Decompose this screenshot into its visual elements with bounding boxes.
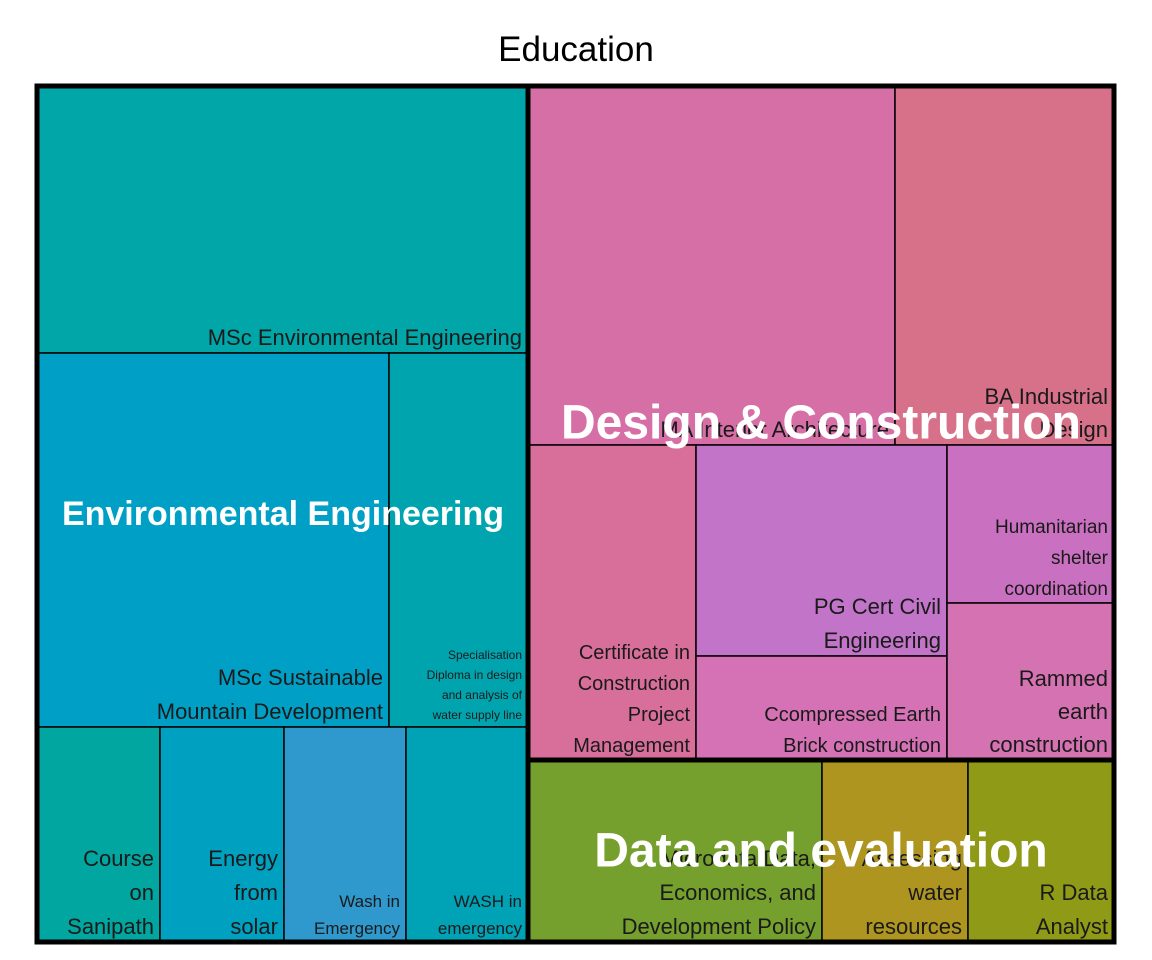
treemap-tile-assessing-water-resources xyxy=(821,759,969,943)
treemap-tile-rammed-earth-construction xyxy=(946,602,1115,761)
treemap-tile-wash-in-emergency xyxy=(405,726,529,943)
treemap-tile-energy-from-solar xyxy=(159,726,285,943)
treemap-tile-course-on-sanipath xyxy=(36,726,161,943)
treemap-group-label: Data and evaluation xyxy=(594,825,1047,878)
treemap-tile-msc-environmental-engineering xyxy=(36,85,529,354)
treemap-tile-ma-interior-architecture xyxy=(527,85,896,446)
treemap-tile-ccompressed-earth-brick-construction xyxy=(695,655,948,761)
treemap-tile-label: MA Interior Architecture xyxy=(660,417,889,442)
treemap-tile-label: MSc Environmental Engineering xyxy=(208,325,522,350)
treemap-group-label: Design & Construction xyxy=(561,397,1081,450)
treemap-group-label: Environmental Engineering xyxy=(62,495,504,533)
treemap-tile-wash-in-emergency xyxy=(283,726,407,943)
treemap-tile-microdata-data-economics-and-development-policy xyxy=(527,759,823,943)
treemap-tile-humanitarian-shelter-coordination xyxy=(946,444,1115,604)
treemap-tile-msc-sustainable-mountain-development xyxy=(36,352,390,728)
treemap-tile-pg-cert-civil-engineering xyxy=(695,444,948,657)
chart-title: Education xyxy=(498,30,654,69)
treemap-tile-ba-industrial-design xyxy=(894,85,1115,446)
treemap-group-data-and-evaluation xyxy=(525,757,1117,945)
